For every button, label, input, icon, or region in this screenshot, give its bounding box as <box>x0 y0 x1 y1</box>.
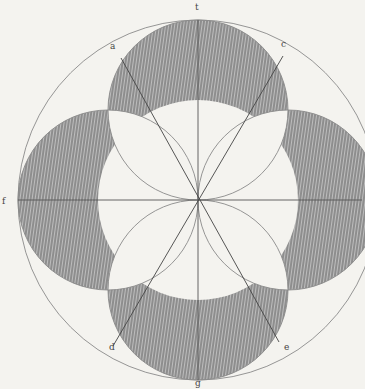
point-letter: g <box>195 379 201 388</box>
point-letter: e <box>284 343 289 352</box>
point-letter: a <box>110 42 115 51</box>
diagonal <box>113 56 283 346</box>
point-letter: c <box>281 40 286 49</box>
point-letter: f <box>2 197 5 206</box>
construction-lines <box>18 20 365 380</box>
point-letter: d <box>109 343 115 352</box>
point-letter: t <box>195 3 199 12</box>
outer-circle <box>18 20 365 380</box>
diagonal <box>121 58 279 342</box>
horizontal-axis <box>18 200 362 201</box>
